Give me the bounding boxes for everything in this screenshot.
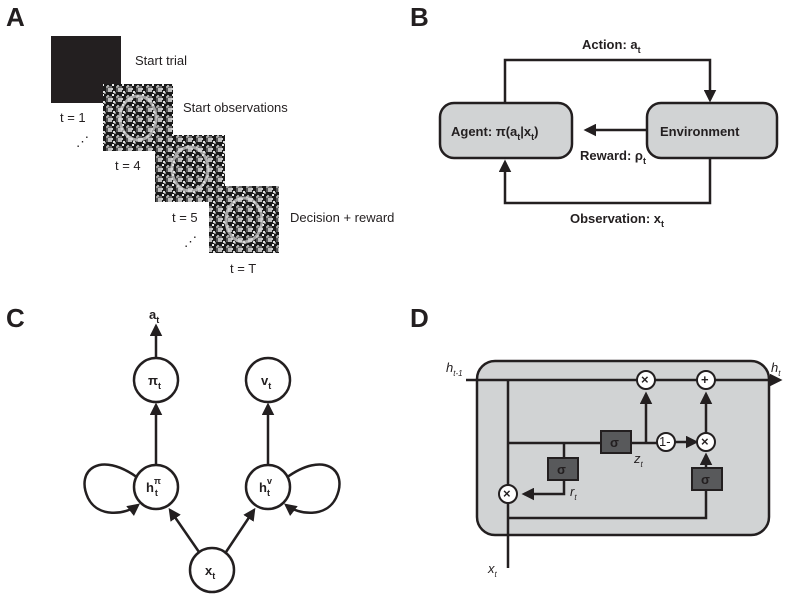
panel-d: D ht-1 ht xt σ zt 1- × σ σ <box>410 303 783 579</box>
hidden-mult-node <box>636 370 656 390</box>
time-label-tT: t = T <box>230 261 256 276</box>
reset-to-candidate <box>508 490 708 520</box>
start-trial-label: Start trial <box>135 53 187 68</box>
environment-label: Environment <box>660 124 740 139</box>
time-label-t1: t = 1 <box>60 110 86 125</box>
ellipsis-1: ⋰ <box>76 134 89 149</box>
reward-label: Reward: ρt <box>580 148 646 166</box>
reset-mult-node <box>498 484 518 504</box>
sum-node <box>696 370 716 390</box>
reset-mult-label: × <box>503 486 511 501</box>
panel-a: A Start trial t = 1 ⋰ Start observations… <box>6 2 394 276</box>
candidate-gate-label: σ <box>701 472 710 487</box>
h-prev-label: ht-1 <box>446 360 463 378</box>
environment-box <box>645 101 779 160</box>
panel-letter-a: A <box>6 2 25 32</box>
v-node <box>244 356 292 404</box>
pi-node-label: πt <box>148 373 161 391</box>
time-label-t4: t = 4 <box>115 158 141 173</box>
h-t-label: ht <box>771 360 781 378</box>
hv-recurrent-loop <box>284 463 341 517</box>
candidate-mult-label: × <box>701 434 709 449</box>
ellipsis-2: ⋰ <box>184 234 197 249</box>
observation-frame-3 <box>209 186 279 253</box>
panel-letter-c: C <box>6 303 25 333</box>
action-label: Action: at <box>582 37 641 55</box>
x-node <box>188 546 236 594</box>
panel-b: B Action: at Reward: ρt Observation: xt … <box>410 2 779 229</box>
x-to-hv-arrow <box>224 507 256 553</box>
one-minus-label: 1- <box>659 434 671 449</box>
x-to-hpi-arrow <box>168 507 201 553</box>
action-arrow <box>503 58 717 103</box>
x-t-label: xt <box>487 561 498 579</box>
decision-reward-label: Decision + reward <box>290 210 394 225</box>
hpi-recurrent-loop <box>83 463 140 517</box>
hidden-mult-label: × <box>641 372 649 387</box>
panel-letter-b: B <box>410 2 429 32</box>
v-node-label: vt <box>261 373 271 391</box>
reset-output <box>521 480 566 501</box>
r-t-label: rt <box>570 484 577 502</box>
update-gate-label: σ <box>610 435 619 450</box>
z-t-label: zt <box>633 451 644 469</box>
reset-gate-label: σ <box>557 462 566 477</box>
x-node-label: xt <box>205 563 215 581</box>
time-label-t5: t = 5 <box>172 210 198 225</box>
agent-box <box>438 101 574 160</box>
agent-label: Agent: π(at|xt) <box>451 124 539 142</box>
a-t-label: at <box>149 307 159 325</box>
panel-letter-d: D <box>410 303 429 333</box>
observation-arrow <box>498 156 712 205</box>
h-v-node <box>244 463 292 511</box>
start-observations-label: Start observations <box>183 100 288 115</box>
pi-node <box>132 356 180 404</box>
sum-label: + <box>701 372 709 387</box>
h-pi-node <box>132 463 180 511</box>
observation-label: Observation: xt <box>570 211 664 229</box>
